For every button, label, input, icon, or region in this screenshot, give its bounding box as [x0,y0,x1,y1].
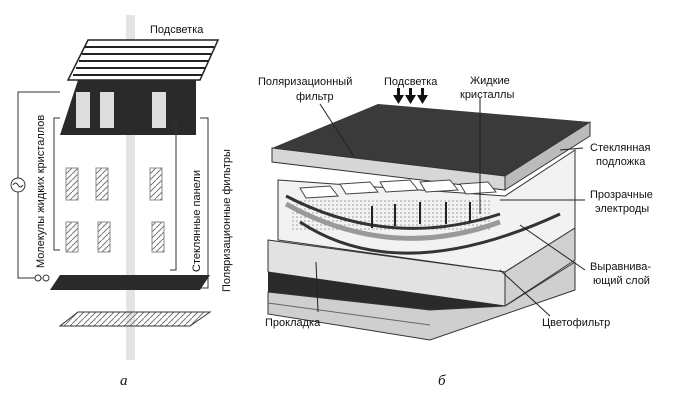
backlight-label-right: Подсветка [384,76,438,88]
top-polarizer [60,80,196,135]
electrodes-label-1: Прозрачные [590,189,653,201]
filter-bracket [200,117,209,289]
caption-a: а [120,373,128,389]
right-figure: Поляризационный фильтр Подсветка Жидкие … [258,75,653,389]
terminal-icon [34,274,42,282]
polarizing-filters-label: Поляризационные фильтры [221,149,233,292]
top-glass-side [504,121,591,191]
leader-lines [315,98,586,317]
electrodes-label-2: электроды [595,203,649,215]
curved-layer-bottom [299,212,561,255]
backlight-panel [66,39,220,81]
polarizing-filter-label-1: Поляризационный [258,76,352,88]
alignment-layer-label-1: Выравнива- [590,261,651,273]
liquid-crystals-label-1: Жидкие [470,75,510,87]
bottom-polarizer [50,275,210,290]
curved-layer-top [285,194,501,230]
left-figure: Подсветка Молекулы жидких кристаллов Сте… [10,15,233,389]
lc-molecules [65,167,165,253]
top-polarizer-surface [272,104,590,176]
bottom-plate [58,311,212,327]
bottom-base [267,261,576,341]
glass-substrate-label-2: подложка [596,156,646,168]
spacer-label: Прокладка [265,317,321,329]
caption-b: б [438,373,446,389]
lc-crystals [371,202,471,228]
polarizing-filter-label-2: фильтр [296,91,334,103]
bottom-polarizer [268,272,505,310]
backlight-arrows-icon [393,88,428,104]
lc-molecules-label: Молекулы жидких кристаллов [35,115,47,268]
lc-bracket [53,117,60,251]
backlight-label-left: Подсветка [150,24,204,36]
light-beam [126,15,135,360]
glass-panels-label: Стеклянные панели [191,170,203,272]
curved-layer-mid [284,201,501,241]
color-filter-label: Цветофильтр [542,317,610,329]
glass-substrate-label-1: Стеклянная [590,142,651,154]
electrode-strips [299,179,497,199]
glass-bracket [170,119,177,271]
liquid-crystals-label-2: кристаллы [460,89,514,101]
alignment-layer-label-2: ющий слой [593,275,650,287]
